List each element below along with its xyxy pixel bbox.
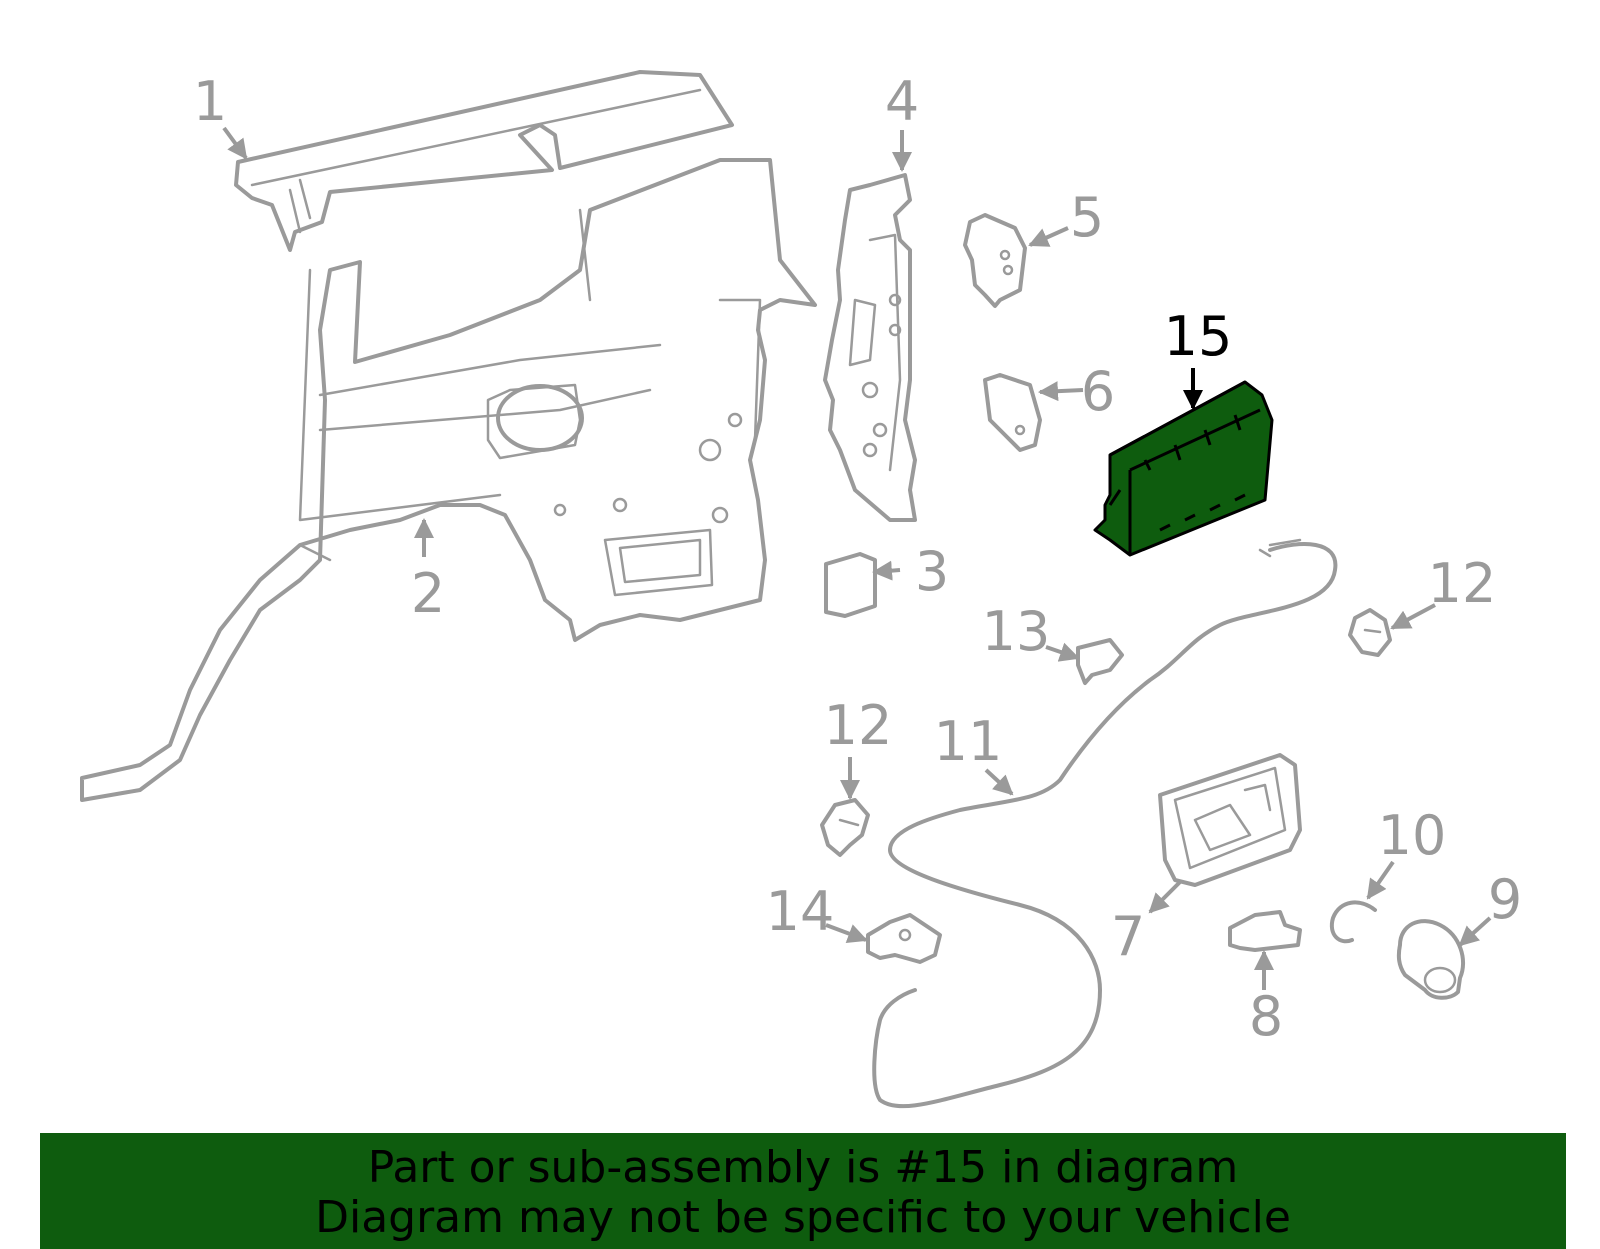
callout-2: 2 bbox=[411, 562, 445, 625]
part-15-fuel-door-housing bbox=[1093, 380, 1274, 557]
banner-line-2: Diagram may not be specific to your vehi… bbox=[315, 1192, 1291, 1243]
callout-4: 4 bbox=[885, 70, 919, 133]
part-14-lock-actuator bbox=[866, 913, 942, 964]
part-4-pillar-reinforcement bbox=[823, 173, 917, 522]
callout-13: 13 bbox=[982, 600, 1051, 663]
callout-5: 5 bbox=[1070, 186, 1104, 249]
parts-diagram: 1 2 3 4 5 6 7 8 9 10 11 12 12 13 14 15 bbox=[80, 70, 1522, 1109]
part-5-bracket bbox=[963, 213, 1027, 308]
part-2-quarter-panel bbox=[80, 158, 817, 802]
callout-3: 3 bbox=[915, 540, 949, 603]
part-10-ring bbox=[1329, 900, 1377, 944]
part-6-bracket bbox=[983, 373, 1042, 452]
part-12-clip-right bbox=[1348, 608, 1392, 657]
callout-15: 15 bbox=[1164, 305, 1233, 368]
callout-8: 8 bbox=[1249, 985, 1283, 1048]
callout-14: 14 bbox=[766, 880, 835, 943]
part-12-clip-left bbox=[820, 798, 870, 857]
callout-11: 11 bbox=[934, 710, 1003, 773]
part-13-retainer bbox=[1076, 638, 1124, 685]
callout-1: 1 bbox=[193, 70, 227, 133]
callout-10: 10 bbox=[1378, 804, 1447, 867]
callout-7: 7 bbox=[1111, 905, 1145, 968]
callout-12-left: 12 bbox=[824, 694, 893, 757]
part-11-release-cable bbox=[872, 538, 1338, 1109]
leader-lines bbox=[222, 126, 1492, 990]
part-8-bracket bbox=[1228, 910, 1302, 952]
part-1-roof-rail bbox=[234, 70, 734, 252]
part-3-pad bbox=[824, 552, 877, 618]
callout-6: 6 bbox=[1081, 360, 1115, 423]
callout-9: 9 bbox=[1488, 868, 1522, 931]
part-7-fuel-door bbox=[1158, 753, 1302, 887]
banner-line-1: Part or sub-assembly is #15 in diagram bbox=[367, 1142, 1239, 1193]
notice-banner: Part or sub-assembly is #15 in diagram D… bbox=[40, 1133, 1566, 1249]
callout-12-right: 12 bbox=[1428, 552, 1497, 615]
part-9-filler-housing bbox=[1396, 919, 1466, 1000]
